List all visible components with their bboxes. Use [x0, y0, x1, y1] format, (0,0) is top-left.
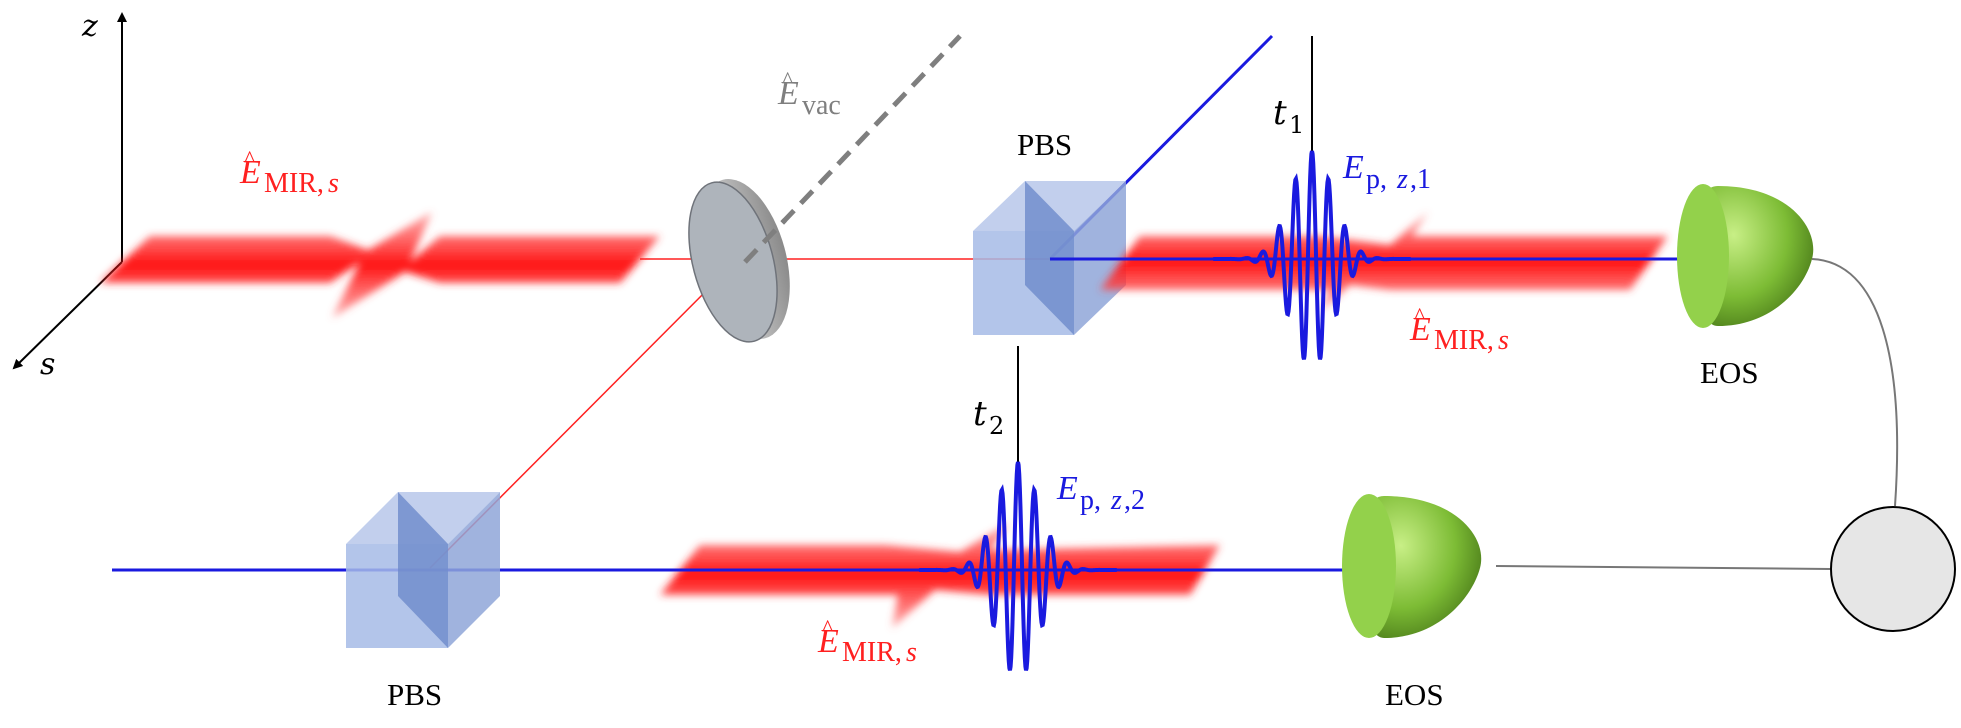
mir-lower-label-sub: MIR, [842, 637, 902, 668]
pbs-upper-cube [973, 181, 1126, 335]
mir-lower-label-sub-italic: s [906, 637, 917, 668]
mir-lower-beam [660, 522, 1220, 628]
mir-upper-label-sub-italic: s [1498, 325, 1509, 356]
coordinate-axes: z s [12, 9, 127, 382]
z-axis-label: z [81, 9, 98, 44]
eos-upper-detector [1677, 184, 1814, 328]
t1-label: t 1 [1273, 93, 1304, 139]
probe-upper-label: E p, z ,1 [1342, 149, 1431, 195]
s-axis-label: s [40, 347, 55, 382]
eos-upper-label: EOS [1700, 355, 1759, 390]
pbs-upper-label: PBS [1017, 127, 1072, 162]
probe-lower-label: E p, z ,2 [1056, 470, 1145, 516]
probe-lower-label-sub: p, [1080, 485, 1101, 516]
mir-upper-beam [1100, 212, 1668, 312]
mir-input-label-sub-italic: s [328, 168, 339, 199]
pbs-lower-label: PBS [387, 677, 442, 712]
mir-lower-label: E ^ MIR, s [817, 616, 917, 668]
mir-input-label-sub: MIR, [264, 168, 324, 199]
probe-upper-pulse [1213, 150, 1411, 360]
eos-lower-detector [1342, 494, 1482, 638]
t2-label: t 2 [973, 394, 1004, 440]
mir-input-label-hat: ^ [244, 147, 255, 173]
mir-lower-label-hat: ^ [822, 616, 833, 642]
probe-lower-label-sub-italic: z [1110, 485, 1122, 516]
correlator-circle [1830, 506, 1956, 632]
probe-upper-label-symbol: E [1342, 149, 1364, 186]
vacuum-dash-overlay [743, 218, 787, 264]
mir-input-label: E ^ MIR, s [239, 147, 339, 199]
probe-lower-label-symbol: E [1056, 470, 1078, 507]
probe-lower-pulse [919, 461, 1117, 671]
vacuum-label: E ^ vac [777, 68, 841, 121]
eos-lower-label: EOS [1385, 677, 1444, 712]
probe-upper-label-sub-italic: z [1396, 164, 1408, 195]
t2-label-symbol: t [973, 394, 987, 434]
mir-upper-label-hat: ^ [1414, 304, 1425, 330]
probe-upper-label-sub-tail: ,1 [1410, 164, 1431, 195]
mir-lower-label-symbol: E [817, 623, 839, 660]
vacuum-label-hat: ^ [782, 68, 793, 94]
vacuum-label-symbol: E [777, 75, 799, 112]
vacuum-label-sub: vac [802, 90, 841, 121]
pbs-lower-cube [346, 492, 500, 648]
probe-lower-label-sub-tail: ,2 [1124, 485, 1145, 516]
mir-upper-label-symbol: E [1409, 311, 1431, 348]
upper-detector-cable [1811, 258, 1899, 507]
mir-input-label-symbol: E [239, 154, 261, 191]
mir-upper-label: E ^ MIR, s [1409, 304, 1509, 356]
lower-detector-cable [1495, 565, 1831, 570]
t1-label-symbol: t [1273, 93, 1287, 133]
mir-input-beam [100, 212, 660, 318]
mir-upper-label-sub: MIR, [1434, 325, 1494, 356]
beam-splitter [688, 179, 790, 343]
vacuum-input-line [743, 34, 962, 264]
t2-label-sub: 2 [989, 412, 1004, 440]
t1-label-sub: 1 [1289, 111, 1304, 139]
probe-upper-label-sub: p, [1366, 164, 1387, 195]
